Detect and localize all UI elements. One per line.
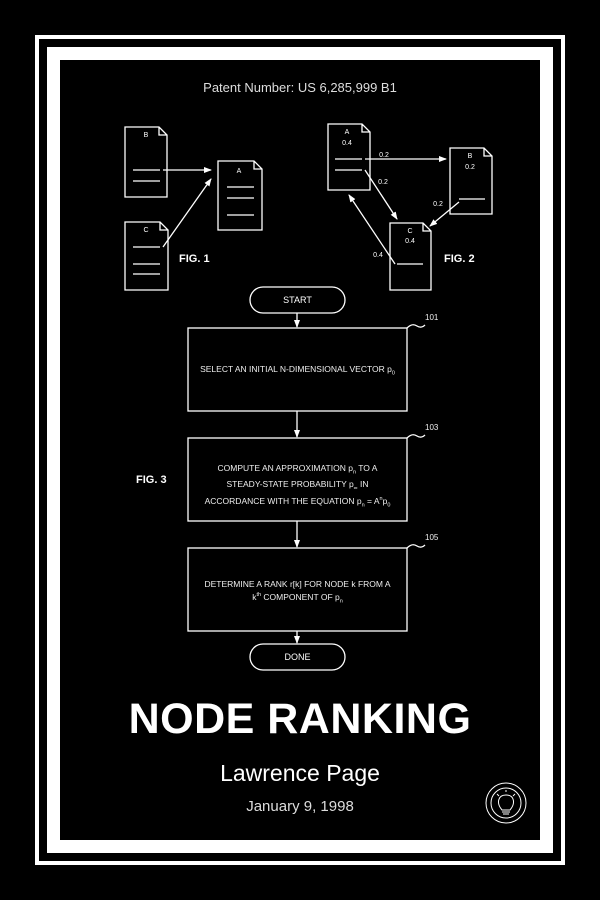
step-text: COMPONENT OF p [261,592,340,602]
start-label: START [250,295,345,305]
fig2-edge-a-b-weight: 0.2 [379,152,389,159]
fig2-node-a-value: 0.4 [342,140,352,147]
fig1-node-c-label: C [143,227,148,234]
step-101-text: SELECT AN INITIAL N-DIMENSIONAL VECTOR p… [188,364,407,380]
ref-leader [407,325,425,328]
ref-101: 101 [425,313,438,322]
done-label: DONE [250,652,345,662]
step-text: COMPUTE AN APPROXIMATION p [218,463,353,473]
fig2-node-b-value: 0.2 [465,164,475,171]
fig2-node-c-value: 0.4 [405,238,415,245]
step-103-text: COMPUTE AN APPROXIMATION pn TO A STEADY-… [188,463,407,512]
fig2-edge-a-c-weight: 0.2 [378,179,388,186]
step-text: STEADY-STATE PROBABILITY p [226,479,353,489]
step-text: TO A [356,463,377,473]
ref-leader [407,435,425,438]
fig3-label: FIG. 3 [136,474,167,486]
subscript: n [340,599,343,605]
ref-105: 105 [425,533,438,542]
ref-103: 103 [425,423,438,432]
fig1-node-a-label: A [237,168,242,175]
fig2-arrow-a-c [365,170,397,219]
ref-leader [407,545,425,548]
step-text: SELECT AN INITIAL N-DIMENSIONAL VECTOR p [200,364,392,374]
step-text: ACCORDANCE WITH THE EQUATION p [205,496,362,506]
patent-date: January 9, 1998 [0,798,600,815]
fig1-node-b-label: B [144,132,149,139]
subscript: 0 [387,503,390,509]
fig2-node-b-label: B [468,153,473,160]
step-text: DETERMINE A RANK r[k] FOR NODE k FROM A [188,579,407,590]
fig2-edge-c-a-weight: 0.4 [373,252,383,259]
fig2-edge-b-c-weight: 0.2 [433,201,443,208]
step-text: = A [365,496,380,506]
fig2-node-c-label: C [407,228,412,235]
subscript: 0 [392,371,395,377]
fig1-label: FIG. 1 [179,253,210,265]
poster-title: NODE RANKING [0,695,600,744]
step-text: IN [358,479,369,489]
fig1-arrow-c-a [163,179,211,247]
inventor-name: Lawrence Page [0,760,600,787]
fig2-node-a-label: A [345,129,350,136]
fig2-label: FIG. 2 [444,253,475,265]
step-105-text: DETERMINE A RANK r[k] FOR NODE k FROM A … [188,579,407,608]
